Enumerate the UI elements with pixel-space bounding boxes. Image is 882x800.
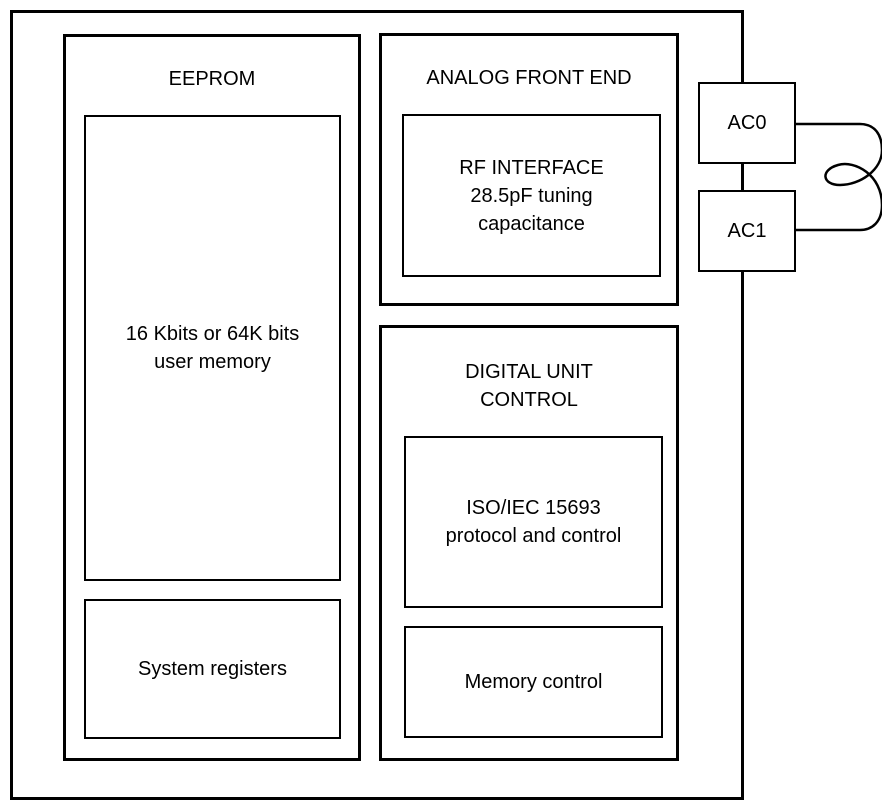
pin-ac0-label: AC0	[727, 112, 767, 134]
memory-control-block: Memory control	[404, 626, 663, 738]
memory-control-label: Memory control	[464, 671, 603, 693]
system-registers-label: System registers	[138, 658, 287, 680]
analog-front-end-block: ANALOG FRONT END RF INTERFACE 28.5pF tun…	[379, 33, 679, 306]
user-memory-block: 16 Kbits or 64K bits user memory	[84, 115, 341, 581]
analog-front-end-title: ANALOG FRONT END	[426, 67, 632, 89]
user-memory-label: 16 Kbits or 64K bits user memory	[125, 323, 300, 373]
rf-interface-label: RF INTERFACE 28.5pF tuning capacitance	[459, 156, 604, 235]
pin-ac0: AC0	[698, 82, 796, 164]
digital-unit-control-title: DIGITAL UNIT CONTROL	[465, 361, 593, 411]
eeprom-block: EEPROM 16 Kbits or 64K bits user memory …	[63, 34, 361, 761]
digital-unit-control-block: DIGITAL UNIT CONTROL ISO/IEC 15693 proto…	[379, 325, 679, 761]
protocol-label: ISO/IEC 15693 protocol and control	[445, 497, 622, 547]
system-registers-block: System registers	[84, 599, 341, 739]
antenna-wire-ac0	[796, 122, 882, 232]
eeprom-title: EEPROM	[168, 68, 256, 90]
pin-ac1-label: AC1	[727, 220, 767, 242]
protocol-block: ISO/IEC 15693 protocol and control	[404, 436, 663, 608]
rf-interface-block: RF INTERFACE 28.5pF tuning capacitance	[402, 114, 661, 277]
pin-ac1: AC1	[698, 190, 796, 272]
